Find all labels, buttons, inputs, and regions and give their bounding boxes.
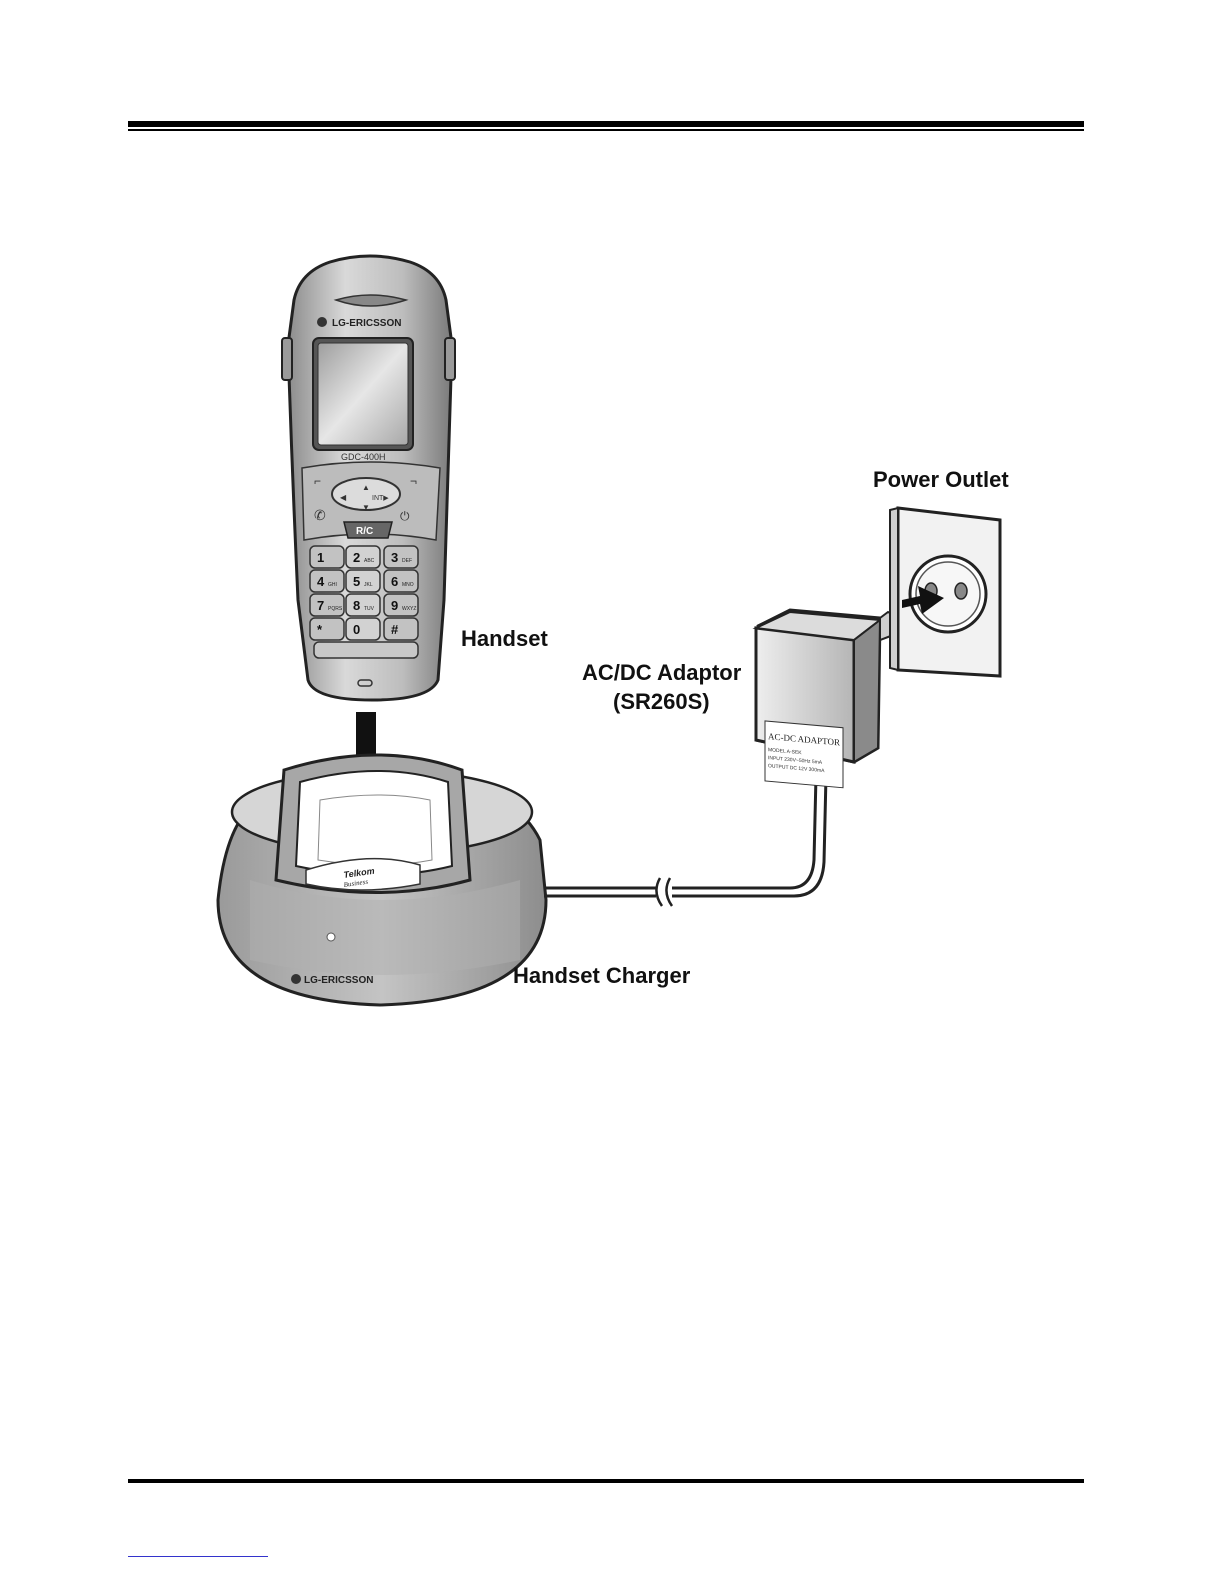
charge-led (327, 933, 335, 941)
keypad-key-letters: ABC (364, 558, 375, 564)
cable-break-icon (656, 878, 672, 906)
keypad-key-digit: 5 (353, 574, 360, 589)
keypad-key-letters: GHI (328, 582, 337, 588)
nav-up-icon: ▲ (362, 483, 370, 492)
label-adaptor-model: (SR260S) (613, 689, 710, 714)
handset-display (318, 343, 408, 445)
lg-logo-icon (317, 317, 327, 327)
nav-left-icon: ◀ (340, 493, 347, 502)
softkey-right-icon: ¬ (410, 474, 417, 488)
nav-int-icon: INT▶ (372, 495, 389, 502)
handset: LG-ERICSSON GDC-400H ▲ ▼ ◀ INT▶ ⌐ ¬ ✆ ⏻ … (282, 256, 455, 700)
keypad-key-digit: 9 (391, 598, 398, 613)
handset-model: GDC-400H (341, 452, 386, 462)
keypad-key-digit: 4 (317, 574, 325, 589)
nav-down-icon: ▼ (362, 503, 370, 512)
ac-dc-adaptor: AC-DC ADAPTOR MODEL A-SEK INPUT 230V~50H… (756, 610, 910, 788)
keypad-key-digit: 7 (317, 598, 324, 613)
keypad-key-letters: PQRS (328, 606, 343, 612)
keypad-key-1: 1 (310, 546, 344, 568)
keypad-key-letters: TUV (364, 606, 375, 612)
call-key-icon: ✆ (314, 507, 326, 523)
keypad-key-digit: 6 (391, 574, 398, 589)
keypad-key-#: # (384, 618, 418, 640)
rc-key-label: R/C (356, 526, 373, 537)
power-outlet (890, 508, 1000, 676)
keypad-key-digit: # (391, 622, 399, 637)
keypad-key-digit: 8 (353, 598, 360, 613)
keypad-key-letters: MNO (402, 582, 414, 588)
label-handset-charger: Handset Charger (513, 963, 691, 988)
socket-hole-right (955, 583, 967, 599)
keypad-key-letters: WXYZ (402, 606, 416, 612)
keypad-key-letters: JKL (364, 582, 373, 588)
keypad-key-letters: DEF (402, 558, 412, 564)
handset-charger: Telkom Business LG-ERICSSON (218, 755, 546, 1005)
keypad-key-digit: 1 (317, 550, 324, 565)
keypad-key-*: * (310, 618, 344, 640)
keypad-key-digit: 3 (391, 550, 398, 565)
label-power-outlet: Power Outlet (873, 467, 1009, 492)
keypad-key-digit: 2 (353, 550, 360, 565)
keypad-key-0: 0 (346, 618, 380, 640)
end-key-icon: ⏻ (400, 509, 410, 523)
charger-brand: LG-ERICSSON (304, 975, 373, 986)
label-handset: Handset (461, 626, 548, 651)
keypad-key-digit: 0 (353, 622, 360, 637)
lg-logo-icon (291, 974, 301, 984)
softkey-left-icon: ⌐ (314, 474, 321, 488)
function-key-row (314, 642, 418, 658)
handset-brand: LG-ERICSSON (332, 318, 401, 329)
label-adaptor: AC/DC Adaptor (582, 660, 742, 685)
